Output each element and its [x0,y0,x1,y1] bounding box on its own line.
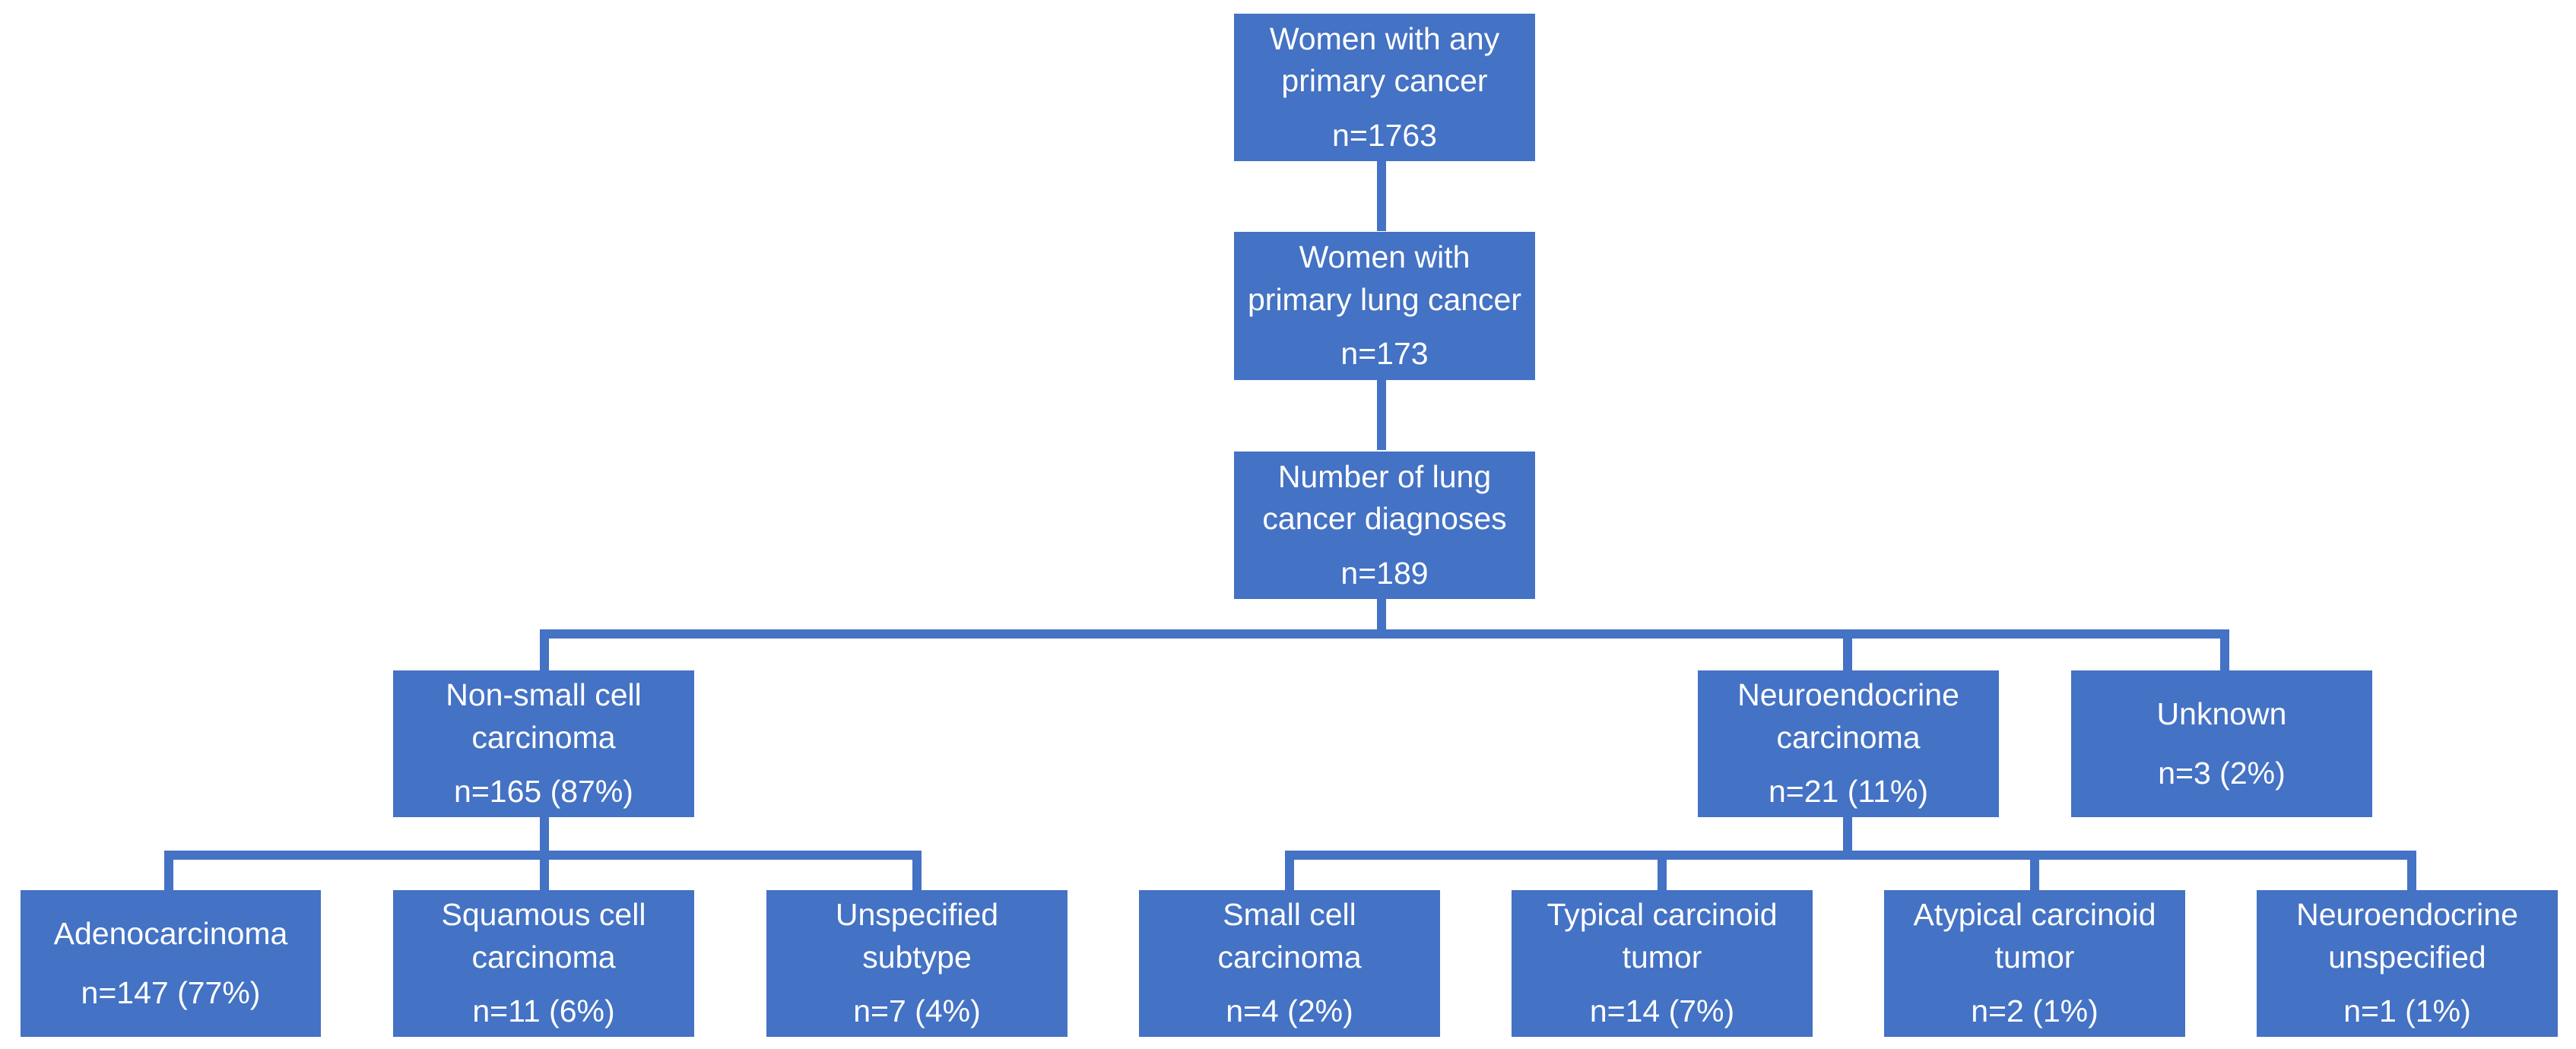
node-label: Typical carcinoid tumor [1547,897,1778,975]
node-count: n=165 (87%) [454,774,633,810]
node-typical-carcinoid-tumor: Typical carcinoid tumor n=14 (7%) [1512,890,1813,1037]
connector-any-to-lung [1377,161,1386,231]
node-count: n=173 [1340,336,1429,372]
node-count: n=21 (11%) [1768,774,1929,810]
node-label: Squamous cell carcinoma [441,897,646,975]
connector-to-atypical-carcinoid [2030,851,2039,890]
connector-to-unknown [2220,629,2229,670]
node-label: Non-small cell carcinoma [446,677,642,755]
node-squamous-cell-carcinoma: Squamous cell carcinoma n=11 (6%) [393,890,694,1037]
connector-to-small-cell [1285,851,1294,890]
node-count: n=14 (7%) [1589,994,1735,1029]
node-count: n=1 (1%) [2343,994,2471,1029]
connector-to-ne-unspecified [2407,851,2416,890]
node-label: Women with any primary cancer [1269,21,1500,99]
node-unspecified-subtype: Unspecified subtype n=7 (4%) [766,890,1068,1037]
node-any-primary-cancer: Women with any primary cancer n=1763 [1234,14,1535,161]
connector-to-adenocarcinoma [164,851,173,890]
node-count: n=147 (77%) [81,975,261,1010]
node-count: n=3 (2%) [2158,755,2286,791]
node-lung-cancer-diagnoses: Number of lung cancer diagnoses n=189 [1234,452,1535,599]
node-label: Small cell carcinoma [1217,897,1362,975]
connector-to-squamous [540,851,549,890]
connector-neuroendocrine-bar [1285,851,2416,860]
node-label: Atypical carcinoid tumor [1913,897,2156,975]
node-count: n=189 [1340,555,1429,591]
node-non-small-cell-carcinoma: Non-small cell carcinoma n=165 (87%) [393,670,694,817]
node-label: Neuroendocrine carcinoma [1737,677,1959,755]
connector-lung-to-diagnoses [1377,380,1386,450]
connector-neuroendocrine-stem [1843,817,1852,857]
node-adenocarcinoma: Adenocarcinoma n=147 (77%) [21,890,321,1037]
node-label: Neuroendocrine unspecified [2296,897,2518,975]
node-label: Women with primary lung cancer [1247,239,1522,317]
node-count: n=11 (6%) [472,994,615,1029]
node-label: Adenocarcinoma [53,916,288,952]
connector-nsclc-stem [540,817,549,857]
node-primary-lung-cancer: Women with primary lung cancer n=173 [1234,232,1535,380]
node-unknown: Unknown n=3 (2%) [2071,670,2372,817]
node-count: n=2 (1%) [1971,994,2099,1029]
node-count: n=7 (4%) [853,994,981,1029]
connector-diagnoses-stem [1377,599,1386,635]
connector-to-nsclc [540,629,549,670]
connector-to-unspecified-subtype [912,851,922,890]
node-small-cell-carcinoma: Small cell carcinoma n=4 (2%) [1139,890,1440,1037]
node-count: n=4 (2%) [1226,994,1353,1029]
connector-level1-bar [540,629,2229,639]
node-label: Unknown [2156,696,2287,732]
connector-to-neuroendocrine [1843,629,1852,670]
node-neuroendocrine-carcinoma: Neuroendocrine carcinoma n=21 (11%) [1698,670,1999,817]
node-atypical-carcinoid-tumor: Atypical carcinoid tumor n=2 (1%) [1884,890,2185,1037]
node-count: n=1763 [1332,117,1437,153]
node-neuroendocrine-unspecified: Neuroendocrine unspecified n=1 (1%) [2257,890,2558,1037]
node-label: Unspecified subtype [835,897,999,975]
connector-to-typical-carcinoid [1658,851,1667,890]
node-label: Number of lung cancer diagnoses [1262,458,1507,537]
